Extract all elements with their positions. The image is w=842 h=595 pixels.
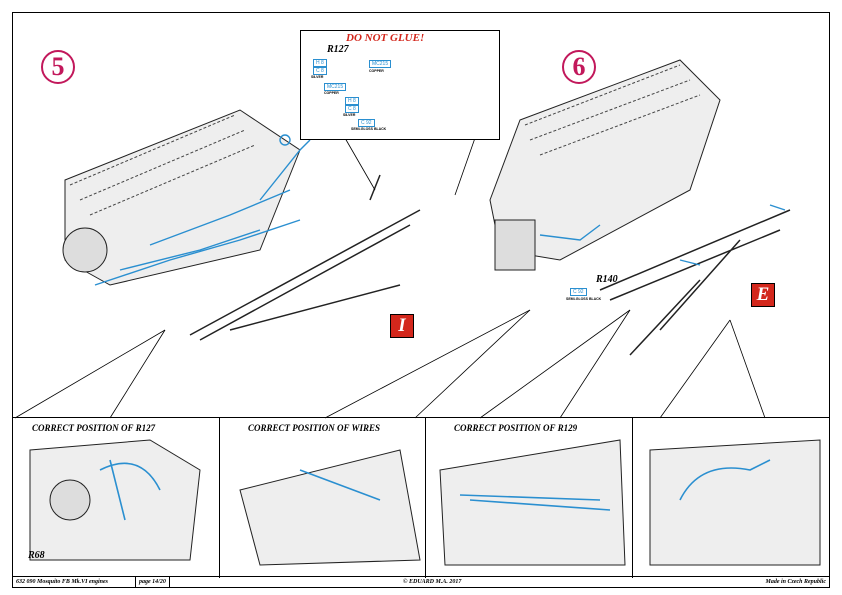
paint-tag: H 8 — [345, 97, 359, 105]
paint-tag: C 92 — [358, 119, 375, 127]
footer-origin: Made in Czech Republic — [765, 579, 826, 585]
part-label-r68: R68 — [28, 550, 45, 561]
step-5-number: 5 — [41, 50, 75, 84]
paint-tag: MC215 — [324, 83, 347, 91]
right-engine-drawing — [489, 59, 791, 356]
detail-inset: DO NOT GLUE! R127 H 8 C 8 SILVER MC215 C… — [300, 30, 500, 140]
part-label-r127: R127 — [327, 44, 349, 55]
paint-note: SILVER — [311, 75, 324, 79]
panel-title: CORRECT POSITION OF R127 — [32, 423, 156, 433]
detail-drawings — [29, 439, 821, 566]
part-sheet-badge-e: E — [751, 283, 775, 307]
panel-title: CORRECT POSITION OF WIRES — [248, 423, 380, 433]
panel-wires: CORRECT POSITION OF WIRES — [220, 418, 426, 578]
part-label-r140: R140 — [596, 274, 618, 285]
panel-part-e — [633, 418, 830, 578]
page-frame — [12, 12, 830, 577]
detail-wires — [99, 459, 771, 521]
panel-title: CORRECT POSITION OF R129 — [454, 423, 578, 433]
footer-product: 632 090 Mosquito FB Mk.VI engines — [16, 579, 109, 585]
paint-tag: C 92 — [570, 288, 587, 296]
step-6-number: 6 — [562, 50, 596, 84]
do-not-glue-warning: DO NOT GLUE! — [346, 32, 425, 44]
detail-panels: CORRECT POSITION OF R127 R68 CORRECT POS… — [12, 417, 830, 578]
right-engine-wires — [539, 204, 786, 266]
paint-tag: C 8 — [345, 105, 359, 113]
panel-r129: CORRECT POSITION OF R129 — [426, 418, 633, 578]
footer-page: page 14/20 — [135, 577, 170, 587]
footer-copyright: © EDUARD M.A. 2017 — [403, 579, 462, 585]
paint-tag: H 8 — [313, 59, 327, 67]
paint-note: COPPER — [369, 69, 384, 73]
paint-tag: C 8 — [313, 67, 327, 75]
panel-r127: CORRECT POSITION OF R127 R68 — [12, 418, 220, 578]
paint-note: SILVER — [343, 113, 356, 117]
paint-tag: MC215 — [369, 60, 392, 68]
paint-note: SEMI-GLOSS BLACK — [351, 127, 387, 131]
left-engine-drawing — [62, 109, 421, 341]
footer: 632 090 Mosquito FB Mk.VI engines page 1… — [12, 577, 830, 588]
callout-lines — [14, 137, 766, 419]
part-sheet-badge-i: I — [390, 314, 414, 338]
paint-note: COPPER — [324, 91, 339, 95]
paint-note: SEMI-GLOSS BLACK — [566, 297, 602, 301]
left-engine-wires — [94, 134, 311, 286]
